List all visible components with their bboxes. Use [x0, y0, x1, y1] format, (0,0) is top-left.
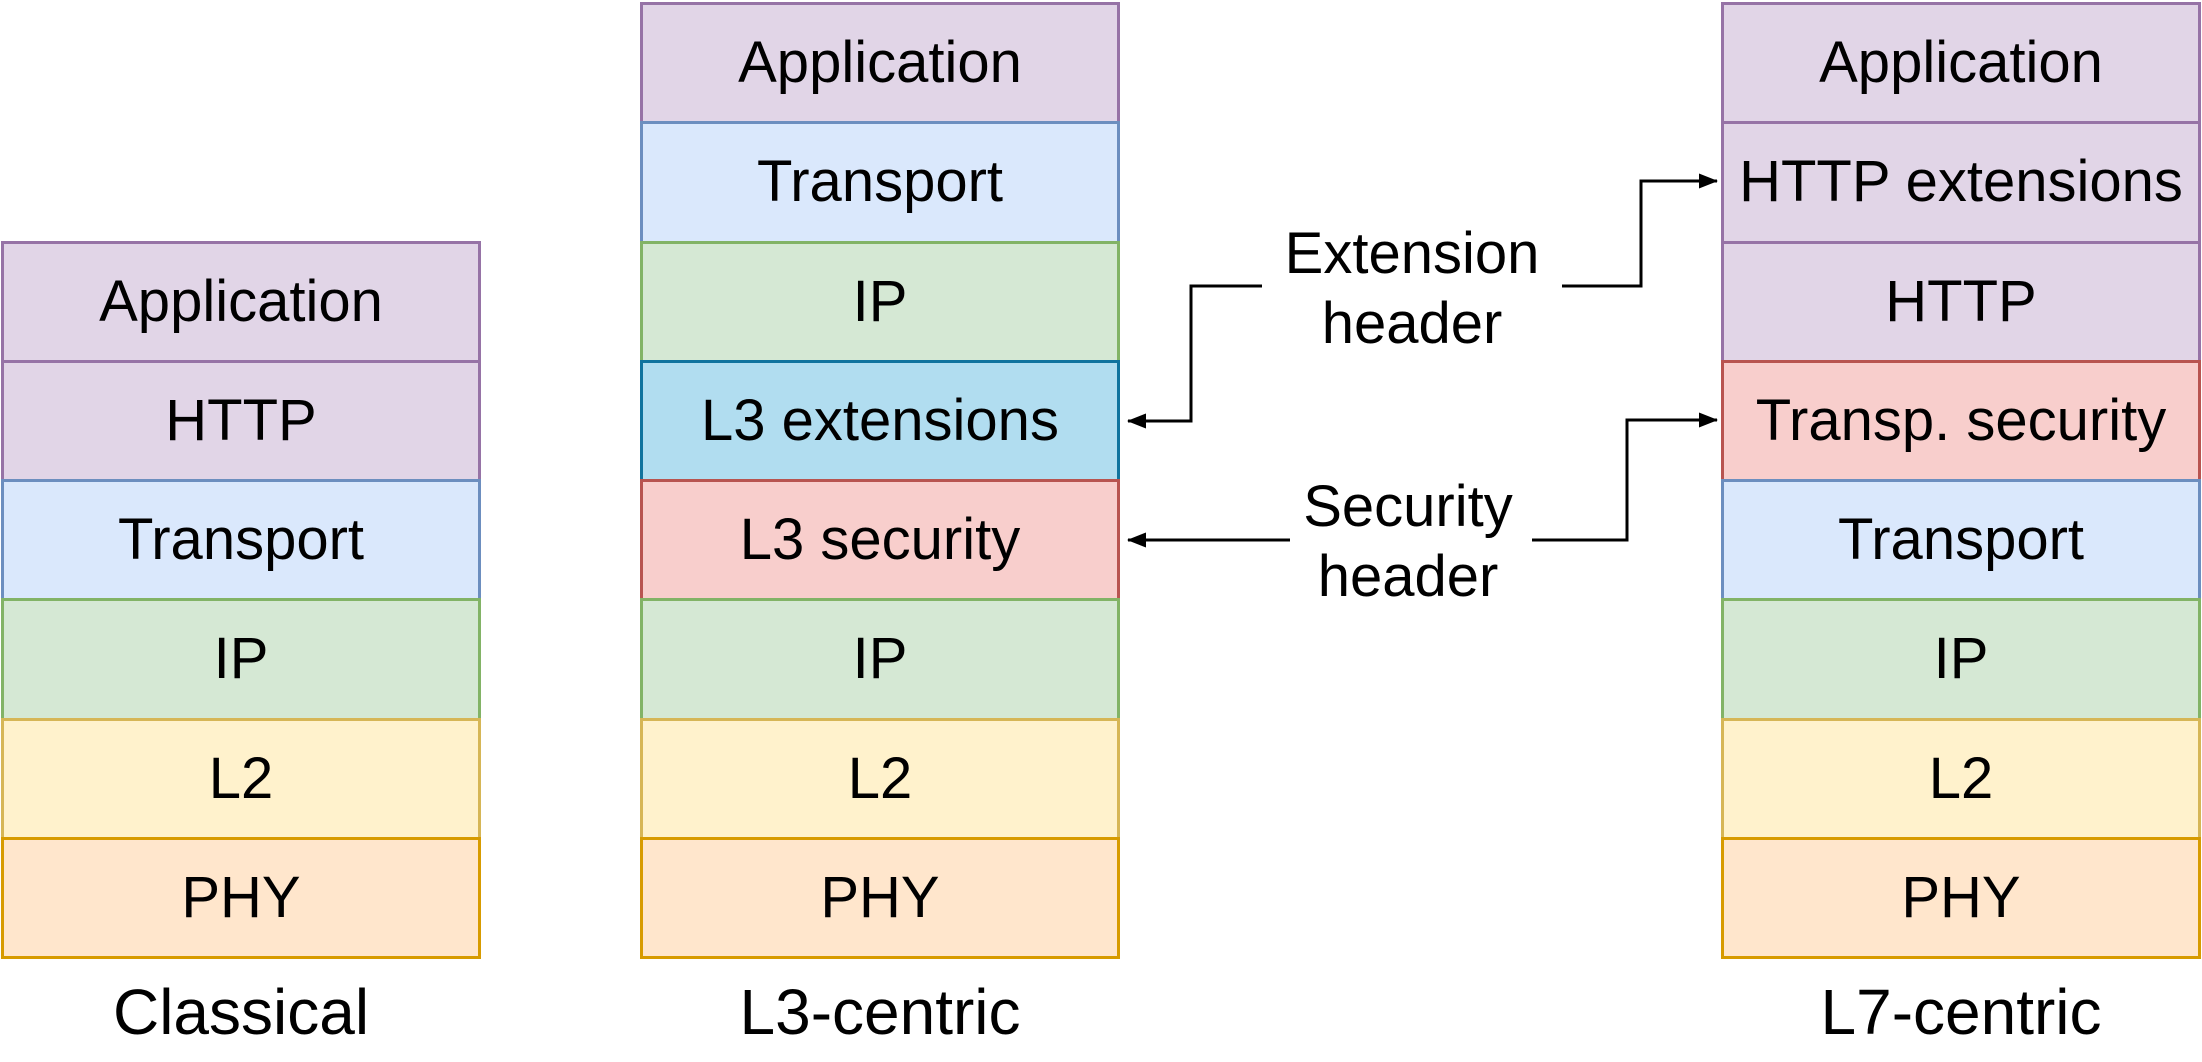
layer-l3-centric-l3-security: L3 security — [640, 479, 1120, 602]
layer-label: IP — [213, 626, 269, 692]
layer-l3-centric-application: Application — [640, 2, 1120, 125]
layer-l3-centric-ip: IP — [640, 240, 1120, 363]
extension-header-label: Extension header — [1162, 219, 1662, 359]
layer-label: Application — [1819, 30, 2103, 96]
layer-l7-centric-phy: PHY — [1721, 836, 2201, 959]
layer-label: IP — [852, 268, 908, 334]
extension-header-line1: Extension — [1284, 221, 1540, 286]
layer-l7-centric-http-extensions: HTTP extensions — [1721, 121, 2201, 244]
layer-l3-centric-phy: PHY — [640, 836, 1120, 959]
layer-label: HTTP — [1885, 268, 2037, 334]
caption-l7-centric: L7-centric — [1820, 976, 2102, 1048]
layer-label: L2 — [847, 745, 913, 811]
layer-label: Application — [99, 268, 383, 334]
caption-classical: Classical — [112, 976, 370, 1048]
layer-l3-centric-transport: Transport — [640, 121, 1120, 244]
arrow-security-header-to-transp-security — [1532, 412, 1718, 542]
arrow-extension-header-to-l3-extensions — [1127, 284, 1262, 429]
layer-label: Transp. security — [1755, 387, 2167, 453]
caption-l3-centric: L3-centric — [739, 976, 1021, 1048]
layer-label: IP — [1933, 626, 1989, 692]
layer-l3-centric-l3-extensions: L3 extensions — [640, 359, 1120, 482]
layer-label: IP — [852, 626, 908, 692]
layer-classical-ip: IP — [1, 598, 481, 721]
security-header-line2: header — [1317, 544, 1499, 609]
layer-label: Transport — [756, 149, 1004, 215]
security-header-label: Security header — [1158, 472, 1658, 612]
layer-l7-centric-http: HTTP — [1721, 240, 2201, 363]
layer-classical-transport: Transport — [1, 479, 481, 602]
layer-label: PHY — [1901, 864, 2021, 930]
layer-l7-centric-transp-security: Transp. security — [1721, 359, 2201, 482]
layer-label: L2 — [208, 745, 274, 811]
layer-label: Transport — [1837, 507, 2085, 573]
layer-label: L3 extensions — [701, 387, 1059, 453]
layer-label: L3 security — [739, 507, 1021, 573]
layer-classical-l2: L2 — [1, 717, 481, 840]
layer-classical-phy: PHY — [1, 836, 481, 959]
layer-label: PHY — [820, 864, 940, 930]
layer-label: Application — [738, 30, 1022, 96]
layer-label: L2 — [1928, 745, 1994, 811]
arrow-extension-header-to-http-extensions — [1562, 173, 1718, 288]
layer-label: HTTP extensions — [1739, 149, 2183, 215]
layer-classical-application: Application — [1, 240, 481, 363]
layer-l7-centric-ip: IP — [1721, 598, 2201, 721]
layer-label: HTTP — [165, 387, 317, 453]
security-header-line1: Security — [1303, 474, 1513, 539]
layer-label: Transport — [117, 507, 365, 573]
extension-header-line2: header — [1321, 291, 1503, 356]
layer-label: PHY — [181, 864, 301, 930]
